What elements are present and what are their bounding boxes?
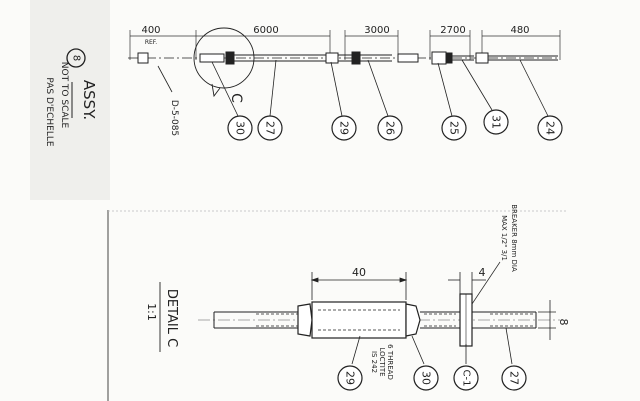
dimension-lines	[129, 30, 561, 60]
thread-note-line-3: IS 242	[370, 351, 378, 373]
detail-letter: C	[228, 93, 244, 103]
leader-27	[269, 59, 277, 117]
detail-balloon-29	[337, 365, 363, 391]
scan-shading	[30, 0, 110, 200]
nut	[225, 51, 235, 65]
detail-balloon-30-label: 30	[420, 371, 433, 385]
balloon-29	[331, 115, 357, 141]
dim-2700: 2700	[440, 25, 465, 36]
leader-30	[411, 335, 425, 365]
balloon-31	[483, 109, 509, 135]
brake-note-line-1: BREAKER 8mm DIA	[510, 204, 518, 272]
dimension-40	[310, 272, 408, 300]
balloon-31-label: 31	[490, 115, 503, 129]
leader-29	[330, 61, 343, 117]
left-stud	[213, 311, 298, 329]
coupler-29	[325, 52, 339, 64]
leader-29	[351, 335, 361, 365]
detail-c-callout: C	[193, 27, 255, 103]
coupling-body	[311, 301, 407, 339]
detail-balloon-c1	[453, 365, 479, 391]
balloon-30	[227, 115, 253, 141]
arrowhead	[399, 277, 408, 283]
balloon-24	[537, 115, 563, 141]
detail-title: DETAIL C	[164, 289, 179, 347]
coupler-25	[431, 51, 447, 65]
brake-note: BREAKER 8mm DIA MAX 1/2" 3/1	[471, 204, 518, 305]
detail-balloon-27	[501, 365, 527, 391]
detail-balloon-c1-label: C-1	[461, 370, 472, 387]
leader-25	[437, 62, 453, 117]
balloon-26-label: 26	[384, 121, 397, 135]
scale-note-fr: PAS D'ECHELLE	[44, 77, 54, 146]
dim-6000: 6000	[253, 25, 278, 36]
assembly-balloons: 30 27 29 26 25 31 24	[227, 109, 563, 141]
assembly-title-block: 8 ASSY. NOT TO SCALE PAS D'ECHELLE	[44, 48, 98, 147]
balloon-24-label: 24	[544, 121, 557, 135]
balloon-30-label: 30	[234, 121, 247, 135]
detail-balloons: 29 30 C-1 27	[337, 365, 527, 391]
dim-480: 480	[510, 25, 529, 36]
arrowhead	[310, 277, 319, 283]
detail-c-view: DETAIL C 1:1	[107, 204, 570, 401]
ref-tag: REF.	[145, 39, 157, 46]
leader-31	[461, 59, 493, 111]
balloon-25	[441, 115, 467, 141]
leader-26	[367, 59, 389, 117]
thread-note-line-2: LOCTITE	[378, 347, 386, 376]
balloon-27-label: 27	[264, 121, 277, 135]
detail-arrow	[211, 83, 221, 98]
thread-note: 6 THREAD LOCTITE IS 242	[370, 344, 394, 380]
end-fitting	[137, 52, 149, 64]
leader-30	[211, 61, 239, 117]
left-nut	[297, 303, 313, 337]
leader-27	[505, 327, 513, 365]
coupler	[199, 53, 225, 63]
scale-note-en: NOT TO SCALE	[59, 62, 69, 129]
brake-note-line-2: MAX 1/2" 3/1	[500, 215, 508, 261]
leader-24	[519, 59, 549, 117]
balloon-26	[377, 115, 403, 141]
dim-4: 4	[479, 266, 486, 279]
balloon-29-label: 29	[338, 121, 351, 135]
nut	[445, 52, 453, 64]
right-nut	[405, 303, 421, 337]
drawing-reference: D-5-085	[169, 100, 179, 136]
detail-leaders	[351, 327, 513, 365]
dim-40: 40	[352, 266, 366, 279]
drawing-reference-leader	[157, 65, 173, 93]
balloon-25-label: 25	[448, 121, 461, 135]
detail-balloon-30	[413, 365, 439, 391]
detail-balloon-29-label: 29	[344, 371, 357, 385]
dim-8: 8	[557, 319, 570, 326]
right-rod	[420, 311, 537, 329]
balloon-leaders	[211, 59, 549, 117]
thread-note-line-1: 6 THREAD	[386, 344, 394, 380]
dim-400: 400	[141, 25, 160, 36]
nut	[351, 51, 361, 65]
coupling-outline	[311, 301, 407, 339]
detail-scale: 1:1	[145, 303, 158, 321]
brake-note-leader	[471, 261, 501, 305]
sleeve	[397, 53, 419, 63]
assembly-title: ASSY.	[80, 80, 98, 120]
rod-assembly	[128, 51, 560, 65]
dimension-8	[538, 300, 556, 340]
assembly-view: 8 ASSY. NOT TO SCALE PAS D'ECHELLE D-5-0…	[30, 0, 563, 200]
end-coupler	[475, 52, 489, 64]
dimension-4	[448, 272, 486, 294]
dim-3000: 3000	[364, 25, 389, 36]
detail-balloon-27-label: 27	[508, 371, 521, 385]
assembly-number: 8	[71, 55, 82, 61]
assembly-number-circle	[66, 48, 86, 68]
balloon-27	[257, 115, 283, 141]
detail-circle	[193, 27, 255, 89]
